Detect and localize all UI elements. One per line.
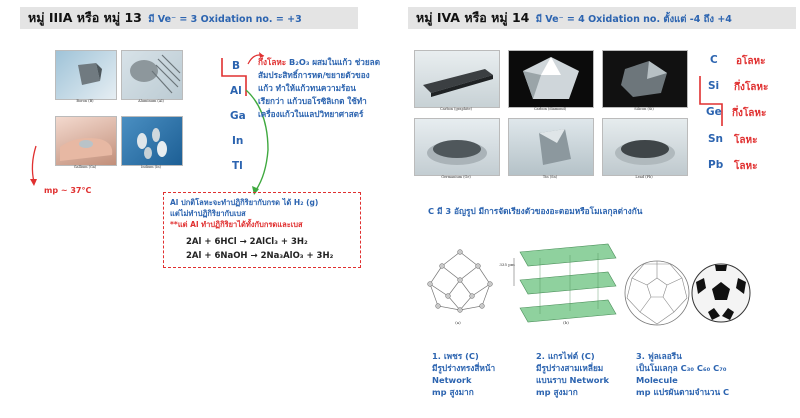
boron-caption: Boron (B) (76, 99, 94, 103)
allotrope-fullerene-line-4: mp แปรผันตามจำนวน C (636, 387, 730, 397)
diamond-fig-label: (a) (455, 320, 461, 325)
aluminum-amphoteric-box: Al ปกติโลหะจะทำปฏิกิริยากับกรด ได้ H₂ (g… (163, 192, 361, 268)
diamond-caption: Carbon (diamond) (533, 107, 567, 111)
allotrope-diamond-line-1: 1. เพชร (C) (432, 351, 479, 361)
graphite-photo (414, 50, 500, 108)
indium-caption: Indium (In) (140, 165, 162, 169)
allotrope-title: C มี 3 อัญรูป มีการจัดเรียงตัวของอะตอมหร… (428, 206, 643, 216)
allotrope-graphite-desc: 2. แกรไฟต์ (C) มีรูปร่างสามเหลี่ยม แบนรา… (536, 350, 609, 398)
silicon-photo (602, 50, 688, 108)
type-si: กึ่งโลหะ (734, 82, 769, 93)
aluminum-photo (121, 50, 183, 100)
graphite-fig-label: (b) (563, 320, 569, 325)
symbol-pb: Pb (708, 159, 724, 171)
boron-note-line-1: B₂O₃ ผสมในแก้ว ช่วยลด (289, 57, 381, 67)
gallium-mp-arrow (31, 145, 37, 183)
al-equation-naoh: 2Al + 6NaOH → 2Na₃AlO₃ + 3H₂ (186, 251, 334, 261)
left-slide: หมู่ IIIA หรือ หมู่ 13 มี Ve⁻ = 3 Oxidat… (0, 0, 385, 418)
left-annotations (30, 52, 269, 195)
germanium-photo (414, 118, 500, 176)
gallium-mp-note: mp ~ 37°C (44, 186, 92, 195)
allotrope-graphite-line-2: มีรูปร่างสามเหลี่ยม (536, 363, 604, 373)
gallium-photo (55, 116, 117, 166)
lead-photo-graphic (615, 140, 675, 165)
graphite-photo-graphic (423, 69, 493, 97)
right-header-title: หมู่ IVA หรือ หมู่ 14 (416, 10, 530, 25)
right-annotations (699, 76, 723, 126)
allotrope-diamond-line-2: มีรูปร่างทรงสี่หน้า (432, 363, 496, 373)
boron-note-line-2: สัมประสิทธิ์การหด/ขยายตัวของ (258, 70, 370, 80)
boron-note: กึ่งโลหะ B₂O₃ ผสมในแก้ว ช่วยลด สัมประสิท… (258, 56, 383, 121)
boron-photo-graphic (78, 63, 102, 85)
boron-note-red-label: กึ่งโลหะ (258, 57, 287, 67)
graphite-caption: Carbon (graphite) (440, 107, 472, 111)
right-header: หมู่ IVA หรือ หมู่ 14 มี Ve⁻ = 4 Oxidati… (408, 7, 796, 29)
symbol-sn: Sn (708, 133, 724, 145)
boron-note-line-5: เครื่องแก้วในแลปวิทยาศาสตร์ (258, 109, 364, 119)
symbol-ge: Ge (706, 106, 722, 118)
soccer-ball-graphic (691, 263, 751, 323)
symbol-ga: Ga (230, 110, 246, 122)
right-slide: หมู่ IVA หรือ หมู่ 14 มี Ve⁻ = 4 Oxidati… (400, 0, 800, 418)
boron-note-line-4: เรียกว่า แก้วบอโรซิลิเกต ใช้ทำ (258, 96, 367, 106)
allotrope-graphite-line-4: mp สูงมาก (536, 387, 578, 397)
aluminum-photo-graphic (130, 54, 181, 94)
right-header-subtitle: มี Ve⁻ = 4 Oxidation no. ตั้งแต่ -4 ถึง … (535, 14, 732, 25)
metalloid-boundary-line (699, 76, 723, 126)
lead-photo (602, 118, 688, 176)
left-header-subtitle: มี Ve⁻ = 3 Oxidation no. = +3 (148, 14, 302, 25)
al-box-arrow (245, 89, 269, 191)
allotrope-fullerene-line-1: 3. ฟูลเลอรีน (636, 351, 682, 361)
germanium-photo-graphic (427, 140, 487, 165)
al-box-line-3: **แต่ Al ทำปฏิกิริยาได้ทั้งกับกรดและเบส (170, 220, 303, 229)
tin-caption: Tin (Sn) (542, 175, 558, 179)
tin-photo (508, 118, 594, 176)
allotrope-fullerene-line-3: Molecule (636, 375, 678, 385)
silicon-caption: Silicon (Si) (634, 107, 654, 111)
symbol-in: In (232, 135, 244, 147)
boron-photo (55, 50, 117, 100)
boron-note-arrowhead (259, 52, 264, 58)
gallium-caption: Gallium (Ga) (73, 165, 97, 169)
aluminum-caption: Aluminum (Al) (138, 99, 164, 103)
graphite-layers-diagram (513, 243, 617, 323)
symbol-si: Si (708, 80, 720, 92)
al-box-text: Al ปกติโลหะจะทำปฏิกิริยากับกรด ได้ H₂ (g… (170, 197, 358, 230)
lead-caption: Lead (Pb) (635, 175, 653, 179)
gallium-mp-arrowhead (30, 179, 37, 186)
allotrope-diamond-desc: 1. เพชร (C) มีรูปร่างทรงสี่หน้า Network … (432, 350, 495, 398)
type-pb: โลหะ (734, 161, 758, 172)
graphite-layer-spacing: 335 pm (499, 262, 515, 267)
left-header: หมู่ IIIA หรือ หมู่ 13 มี Ve⁻ = 3 Oxidat… (20, 7, 358, 29)
allotrope-diamond-line-4: mp สูงมาก (432, 387, 474, 397)
type-ge: กึ่งโลหะ (732, 108, 767, 119)
metalloid-boundary-line (221, 58, 247, 96)
type-sn: โลหะ (734, 135, 758, 146)
indium-photo-graphic (137, 128, 167, 159)
germanium-caption: Germanium (Ge) (441, 175, 471, 179)
symbol-c: C (710, 54, 718, 66)
diamond-photo-graphic (523, 57, 579, 99)
symbol-b: B (232, 60, 241, 72)
gallium-photo-graphic (60, 138, 113, 161)
left-header-title: หมู่ IIIA หรือ หมู่ 13 (28, 10, 142, 25)
al-box-line-1: Al ปกติโลหะจะทำปฏิกิริยากับกรด ได้ H₂ (g… (170, 198, 319, 207)
allotrope-graphite-line-3: แบนราบ Network (536, 375, 610, 385)
diamond-lattice-diagram (427, 249, 493, 313)
fullerene-cage-diagram (624, 260, 690, 326)
diamond-photo (508, 50, 594, 108)
allotrope-diamond-line-3: Network (432, 375, 472, 385)
indium-photo (121, 116, 183, 166)
allotrope-fullerene-desc: 3. ฟูลเลอรีน เป็นโมเลกุล C₃₀ C₆₀ C₇₀ Mol… (636, 350, 729, 398)
boron-note-line-3: แก้ว ทำให้แก้วทนความร้อน (258, 83, 356, 93)
tin-photo-graphic (539, 129, 571, 165)
allotrope-graphite-line-1: 2. แกรไฟต์ (C) (536, 351, 595, 361)
silicon-photo-graphic (621, 61, 667, 97)
symbol-tl: Tl (232, 160, 243, 172)
allotrope-fullerene-line-2: เป็นโมเลกุล C₃₀ C₆₀ C₇₀ (636, 363, 727, 373)
al-box-line-2: แต่ไม่ทำปฏิกิริยากับเบส (170, 209, 246, 218)
symbol-al: Al (230, 85, 242, 97)
al-equation-hcl: 2Al + 6HCl → 2AlCl₃ + 3H₂ (186, 237, 308, 247)
type-c: อโลหะ (736, 56, 766, 67)
